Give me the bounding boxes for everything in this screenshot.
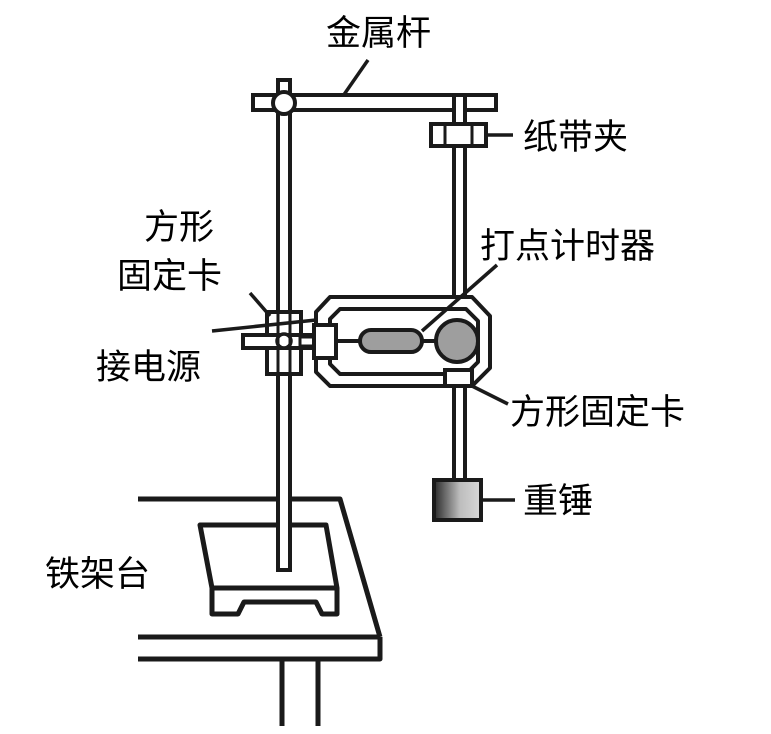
- table-front-bottom: [138, 637, 383, 662]
- square-clamp-right: [443, 368, 474, 388]
- label-tape-clip: 纸带夹: [523, 118, 628, 158]
- table: [138, 496, 383, 726]
- stand-base: [197, 522, 340, 617]
- table-top-edge: [138, 496, 383, 638]
- label-timer: 打点计时器: [480, 227, 655, 267]
- metal-rod: [251, 93, 498, 112]
- label-square-clamp-top-2: 固定卡: [117, 257, 222, 297]
- rod-joint: [271, 90, 297, 116]
- timer-vibrator: [358, 328, 424, 354]
- leader-clamp-bottom: [471, 384, 509, 406]
- timer-disc: [434, 318, 480, 364]
- label-square-clamp-top-1: 方形: [144, 208, 214, 248]
- leader-lines: [211, 59, 515, 502]
- leader-metal-rod: [341, 59, 370, 97]
- label-power: 接电源: [96, 348, 201, 388]
- paper-tape: [452, 93, 467, 482]
- leader-clamp-top: [248, 291, 272, 318]
- label-square-clamp-bottom: 方形固定卡: [510, 393, 685, 433]
- timer-terminal-block: [312, 323, 338, 360]
- heavy-weight: [432, 478, 483, 522]
- tape-clip: [429, 122, 488, 148]
- label-metal-rod: 金属杆: [326, 14, 431, 54]
- label-weight: 重锤: [523, 482, 593, 522]
- leader-timer: [420, 263, 499, 333]
- label-iron-stand: 铁架台: [45, 555, 150, 595]
- leader-power: [211, 318, 317, 333]
